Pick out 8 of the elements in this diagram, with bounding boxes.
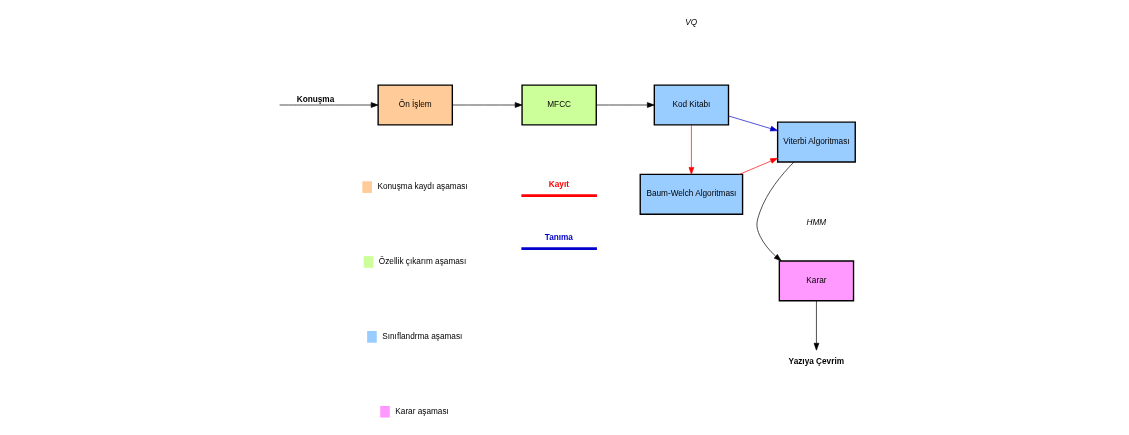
arrow xyxy=(278,102,378,108)
arrow xyxy=(738,157,778,175)
arrow xyxy=(688,124,694,175)
arrow xyxy=(727,115,778,132)
arrow xyxy=(813,300,819,351)
arrow xyxy=(451,102,522,108)
arrow xyxy=(595,102,655,108)
arrow xyxy=(756,161,794,262)
